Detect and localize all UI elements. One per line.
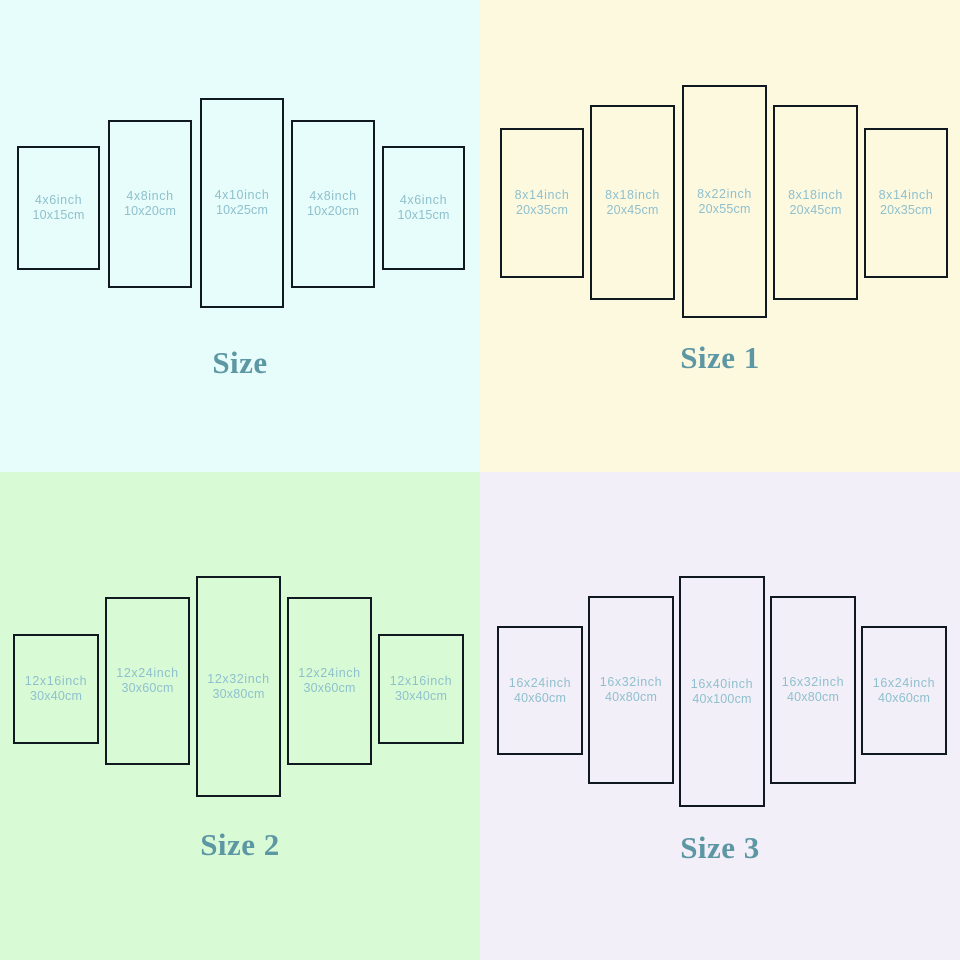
panel-size-cm-label: 10x15cm <box>32 208 85 222</box>
panel-size-inch-label: 16x24inch <box>872 675 936 690</box>
panel-size-cm-label: 20x35cm <box>515 203 569 217</box>
panel-size-cm-label: 10x15cm <box>397 208 450 222</box>
panel-size-cm-label: 20x35cm <box>879 203 933 217</box>
panel-size-cm-label: 40x80cm <box>786 690 840 704</box>
panel-size-cm-label: 20x45cm <box>606 202 659 217</box>
panel-size-inch-label: 12x16inch <box>24 674 88 688</box>
panel-size-inch-label: 4x6inch <box>399 193 448 207</box>
quadrant-title: Size <box>212 345 268 380</box>
panel-size-inch-label: 8x18inch <box>788 187 843 202</box>
panel-size-inch-label: 16x32inch <box>781 675 845 689</box>
panel-size-cm-label: 30x60cm <box>121 681 174 695</box>
panel-size-cm-label: 30x40cm <box>29 689 83 703</box>
panel-size-inch-label: 8x14inch <box>878 188 934 202</box>
quadrant-title: Size 1 <box>680 340 760 375</box>
panel-size-inch-label: 4x8inch <box>309 189 357 203</box>
panel-size-inch-label: 12x16inch <box>389 674 453 688</box>
panel-size-cm-label: 10x20cm <box>306 204 360 218</box>
panel-size-cm-label: 30x40cm <box>394 689 448 703</box>
quadrant-title: Size 3 <box>680 830 760 865</box>
panel-size-cm-label: 10x20cm <box>123 204 177 218</box>
panel-size-cm-label: 30x60cm <box>303 681 356 695</box>
panel-size-cm-label: 20x55cm <box>698 201 751 216</box>
panel-size-inch-label: 12x24inch <box>298 666 361 680</box>
panel-size-cm-label: 40x60cm <box>513 690 567 705</box>
panel-size-cm-label: 10x25cm <box>215 203 269 217</box>
panel-size-inch-label: 8x18inch <box>605 187 660 202</box>
panel-size-cm-label: 40x100cm <box>692 691 752 706</box>
panel-size-inch-label: 4x8inch <box>126 189 174 203</box>
panel-size-cm-label: 40x80cm <box>604 690 658 704</box>
panel-size-inch-label: 8x14inch <box>514 188 570 202</box>
panel-size-inch-label: 4x6inch <box>34 193 83 207</box>
panel-size-inch-label: 16x32inch <box>599 675 663 689</box>
panel-size-cm-label: 30x80cm <box>212 686 265 701</box>
quadrant-title: Size 2 <box>200 827 280 862</box>
panel-size-inch-label: 4x10inch <box>214 188 270 202</box>
panel-size-inch-label: 12x32inch <box>207 671 270 686</box>
panel-size-inch-label: 16x24inch <box>508 675 572 690</box>
panel-size-cm-label: 20x45cm <box>789 202 842 217</box>
panel-size-inch-label: 16x40inch <box>690 676 754 691</box>
panel-size-cm-label: 40x60cm <box>877 690 931 705</box>
panel-size-inch-label: 12x24inch <box>116 666 179 680</box>
panel-size-inch-label: 8x22inch <box>697 186 752 201</box>
